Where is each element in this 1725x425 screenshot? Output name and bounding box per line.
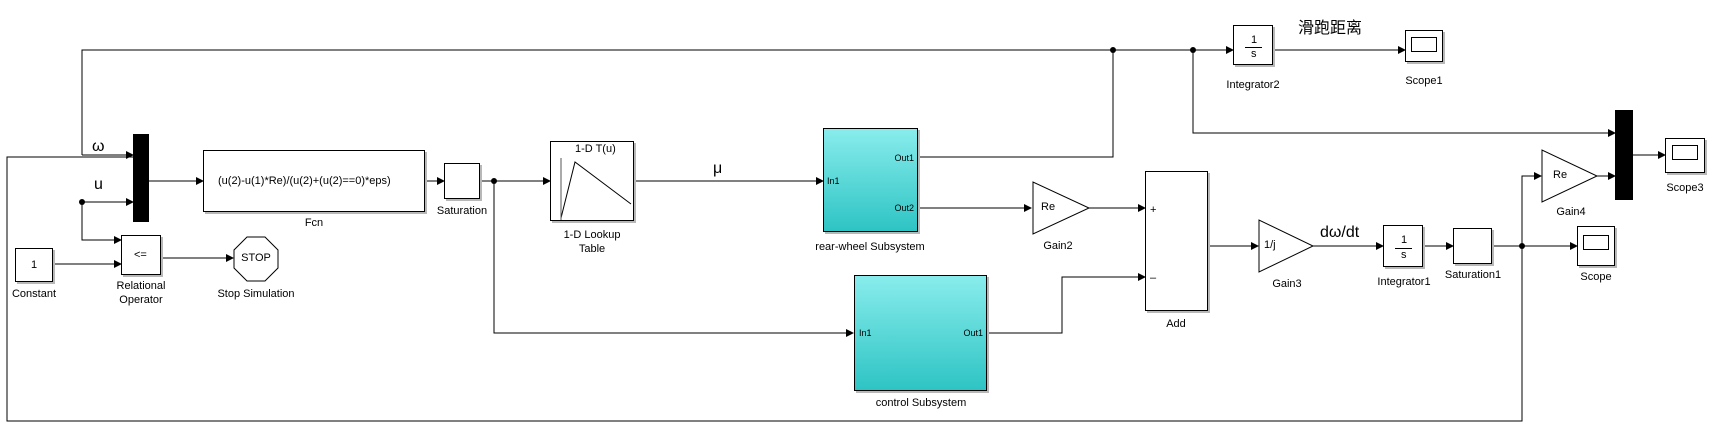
relational-operator-symbol: <= (134, 249, 147, 261)
gain4-triangle[interactable] (1541, 149, 1599, 203)
gain2-triangle[interactable] (1032, 181, 1091, 235)
annotation-distance: 滑跑距离 (1298, 18, 1363, 37)
wire-saturation-to-control (493, 181, 854, 337)
control-out1-port: Out1 (963, 328, 983, 338)
saturation-label: Saturation (436, 205, 488, 217)
fraction-bar (1245, 47, 1262, 48)
constant-block[interactable]: 1 (15, 248, 53, 282)
fcn-expression: (u(2)-u(1)*Re)/(u(2)+(u(2)==0)*eps) (218, 175, 391, 187)
gain3-triangle[interactable] (1258, 219, 1315, 273)
gain3-value: 1/j (1264, 239, 1276, 251)
relop-label-line1: Relational (116, 280, 166, 292)
integrator1-label: Integrator1 (1377, 276, 1431, 288)
wire-bottom-feedback (6, 156, 1523, 422)
stop-text: STOP (241, 252, 271, 264)
lookup-curve (560, 161, 632, 219)
rear-wheel-in1-port: In1 (827, 176, 840, 186)
relational-operator-block[interactable]: <= (121, 235, 161, 275)
junction-dot (1190, 47, 1196, 53)
scope-block[interactable] (1577, 226, 1615, 266)
saturation1-label: Saturation1 (1444, 269, 1502, 281)
scope-screen-icon (1583, 235, 1609, 250)
fraction-bar (1395, 248, 1412, 249)
saturation-block[interactable] (444, 163, 480, 199)
add-plus-sign: + (1150, 204, 1157, 216)
rear-wheel-label: rear-wheel Subsystem (815, 241, 925, 253)
integrator2-block[interactable]: 1 s (1233, 25, 1273, 65)
integrator1-block[interactable]: 1 s (1383, 225, 1423, 267)
rear-wheel-out1-port: Out1 (894, 153, 914, 163)
scope3-block[interactable] (1665, 138, 1705, 173)
signal-label-domega-dt: dω/dt (1320, 224, 1360, 241)
add-block[interactable]: + – (1145, 171, 1208, 311)
junction-dot (79, 199, 85, 205)
wire-top-feedback-left (81, 49, 1113, 155)
scope3-label: Scope3 (1666, 182, 1704, 194)
signal-label-mu: μ (713, 160, 723, 177)
scope-label: Scope (1580, 271, 1612, 283)
scope-screen-icon (1411, 37, 1437, 52)
stop-simulation-block[interactable] (233, 236, 279, 282)
wire-control-to-add (987, 273, 1146, 334)
scope1-block[interactable] (1405, 30, 1443, 62)
control-label: control Subsystem (875, 397, 967, 409)
constant-value: 1 (31, 259, 38, 271)
lookup-table-block[interactable]: 1-D T(u) (550, 141, 634, 221)
gain4-label: Gain4 (1556, 206, 1586, 218)
junction-dot (491, 178, 497, 184)
integrator1-den: s (1401, 249, 1407, 261)
control-in1-port: In1 (859, 328, 872, 338)
integrator2-den: s (1251, 48, 1257, 60)
gain4-value: Re (1553, 169, 1568, 181)
add-label: Add (1166, 318, 1186, 330)
signal-label-omega: ω (92, 138, 105, 155)
rear-wheel-subsystem-block[interactable]: In1 Out1 Out2 (823, 128, 918, 232)
wire-branch-to-scope3-mux (1192, 50, 1616, 137)
gain3-label: Gain3 (1272, 278, 1302, 290)
signal-label-u: u (94, 176, 103, 193)
stop-label: Stop Simulation (217, 288, 295, 300)
saturation1-block[interactable] (1453, 228, 1492, 264)
lookup-label-line1: 1-D Lookup (563, 229, 621, 241)
lookup-label-line2: Table (578, 243, 606, 255)
rear-wheel-out2-port: Out2 (894, 203, 914, 213)
mux-left[interactable] (133, 134, 149, 222)
relop-label-line2: Operator (119, 294, 163, 306)
lookup-table-title: 1-D T(u) (575, 143, 616, 155)
integrator1-num: 1 (1401, 234, 1408, 246)
junction-dot (1110, 47, 1116, 53)
scope1-label: Scope1 (1405, 75, 1443, 87)
wire-feedback-to-gain4 (1521, 172, 1542, 246)
wire-u-branch-down (81, 202, 122, 244)
fcn-label: Fcn (304, 217, 324, 229)
add-minus-sign: – (1150, 272, 1157, 284)
wire-out1-to-top (918, 50, 1114, 158)
mux-scope3[interactable] (1615, 110, 1633, 200)
fcn-block[interactable]: (u(2)-u(1)*Re)/(u(2)+(u(2)==0)*eps) (203, 150, 425, 212)
gain2-value: Re (1041, 201, 1056, 213)
integrator2-label: Integrator2 (1226, 79, 1280, 91)
integrator2-num: 1 (1251, 34, 1258, 46)
gain2-label: Gain2 (1043, 240, 1073, 252)
control-subsystem-block[interactable]: In1 Out1 (854, 275, 987, 391)
junction-dot (1519, 243, 1525, 249)
constant-label: Constant (11, 288, 57, 300)
scope-screen-icon (1672, 145, 1698, 160)
